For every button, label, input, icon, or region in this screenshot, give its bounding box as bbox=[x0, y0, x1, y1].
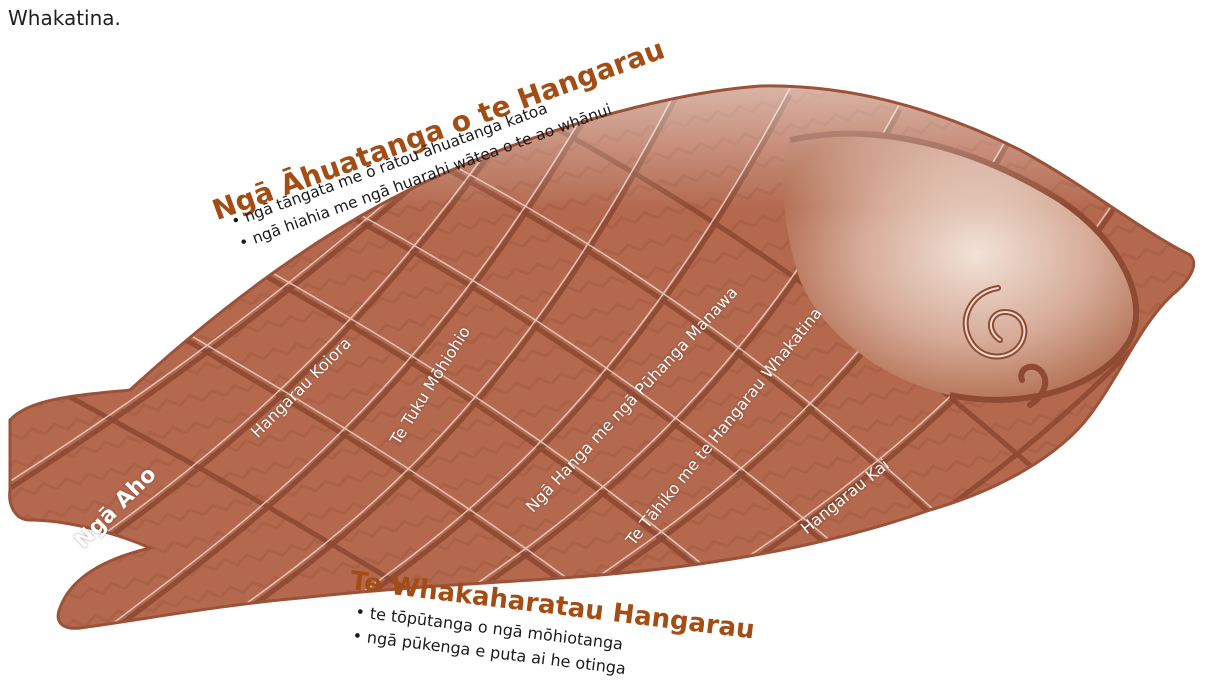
caption-fragment: Whakatina. bbox=[8, 6, 121, 30]
